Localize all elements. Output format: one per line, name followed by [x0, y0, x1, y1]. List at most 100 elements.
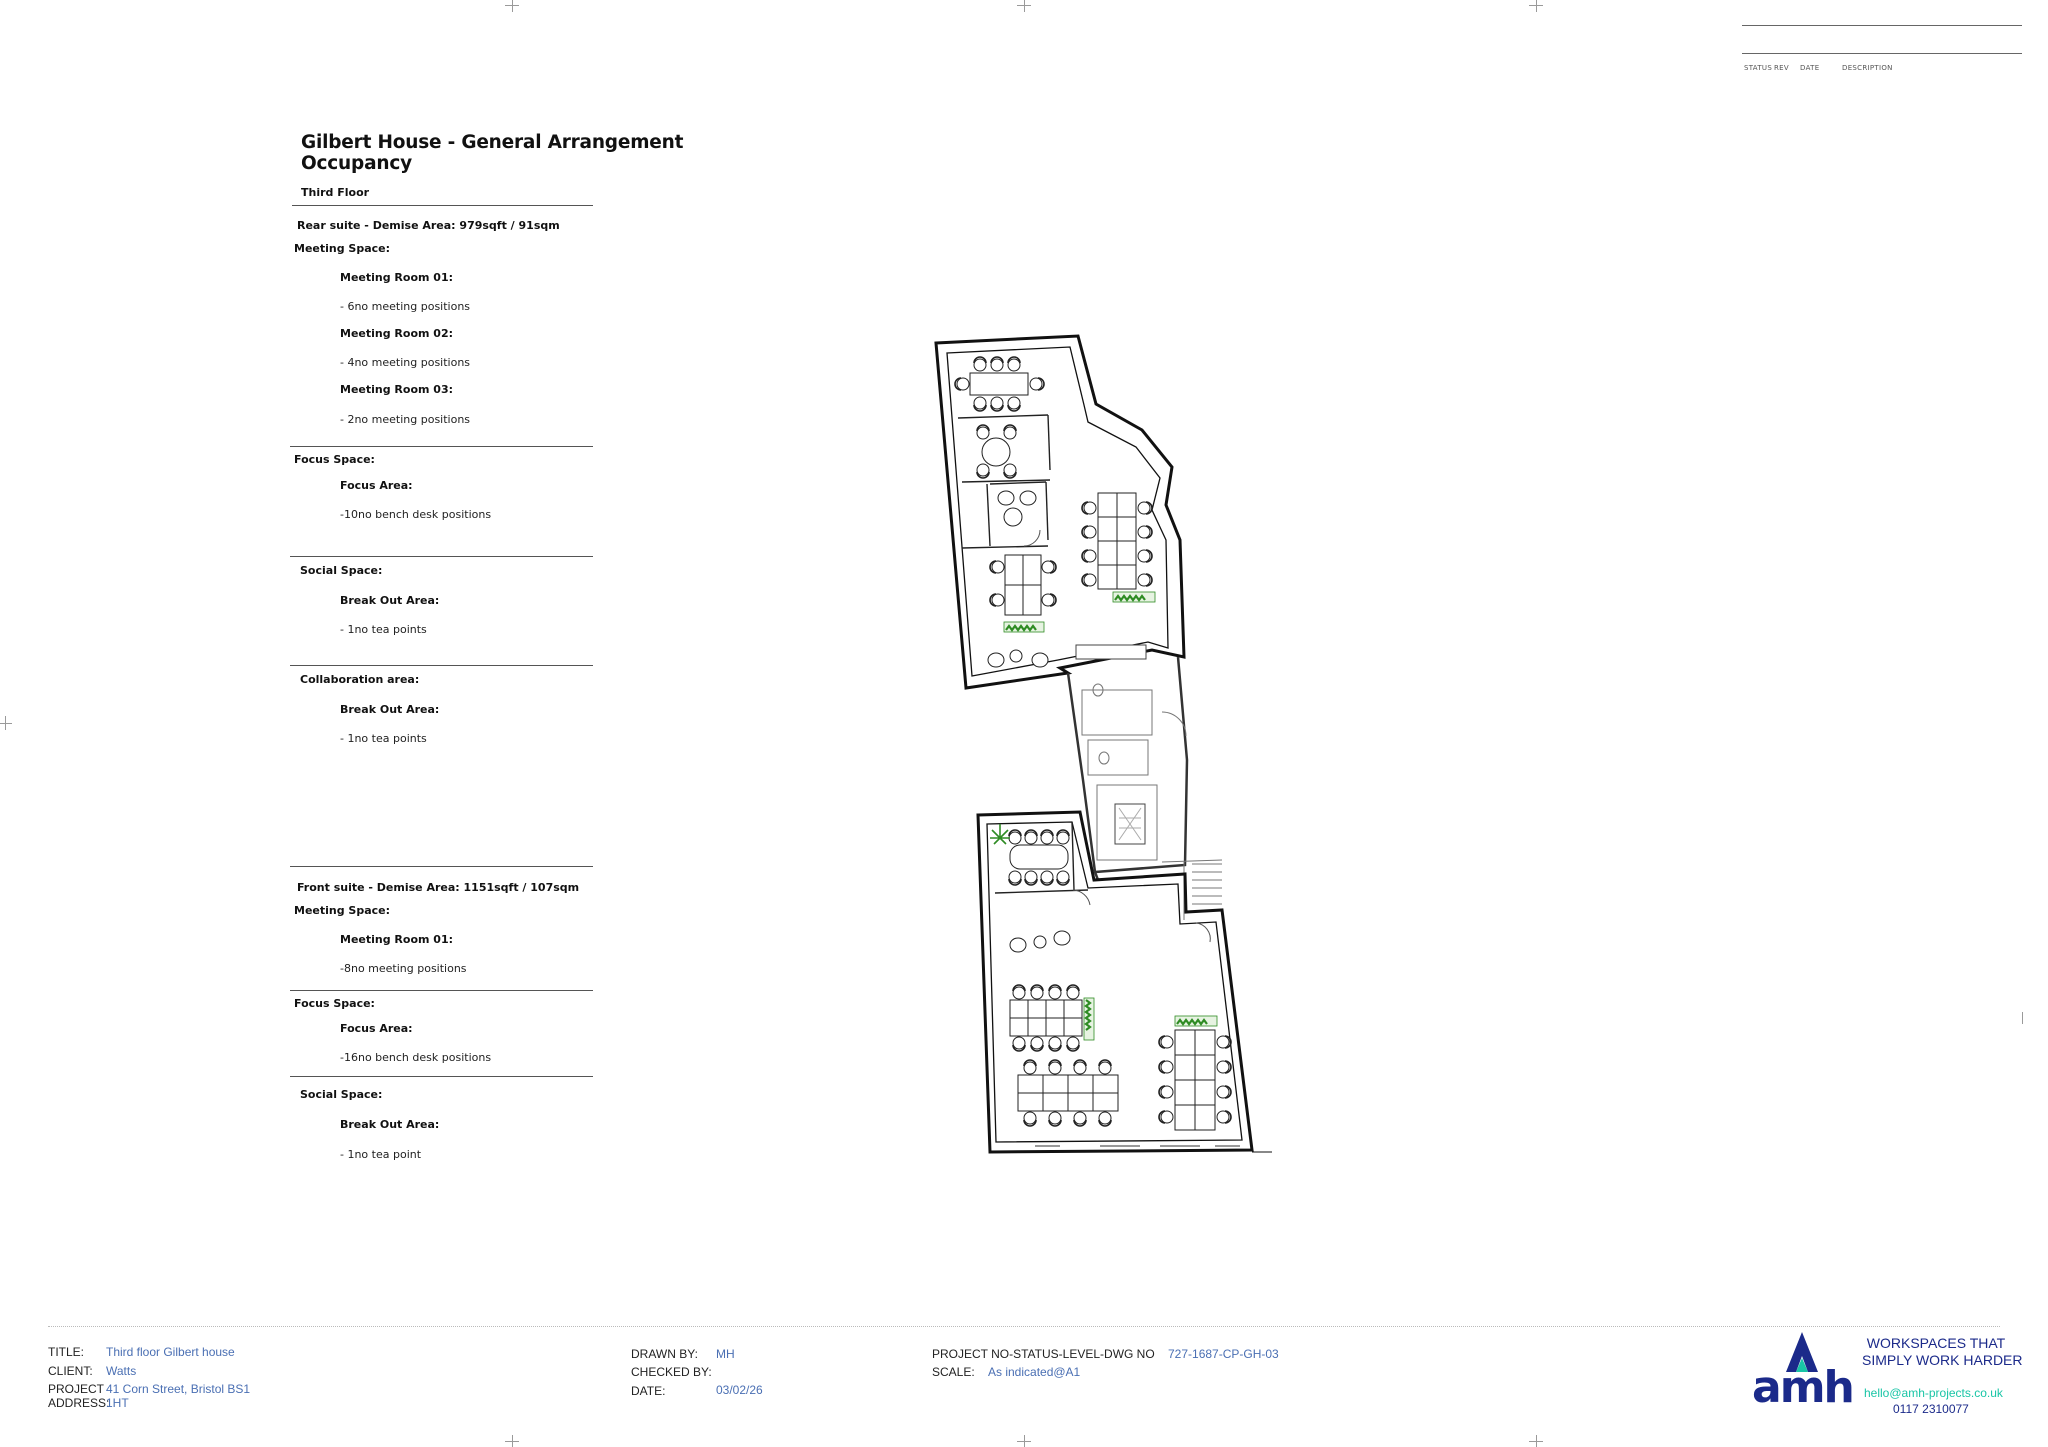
address-value-line-2: 1HT [106, 1396, 129, 1410]
brand-email: hello@amh-projects.co.uk [1864, 1386, 2003, 1400]
rear-collab-value: - 1no tea points [340, 732, 427, 745]
front-focus-heading: Focus Space: [294, 997, 375, 1010]
section-divider [290, 1076, 593, 1077]
title-label: TITLE: [48, 1345, 85, 1359]
rear-room3-value: - 2no meeting positions [340, 413, 471, 426]
scale-label: SCALE: [932, 1365, 975, 1379]
section-divider [292, 205, 593, 206]
drawing-number-value: 727-1687-CP-GH-03 [1168, 1347, 1279, 1361]
crop-mark [1017, 5, 1031, 6]
front-room1-value: -8no meeting positions [340, 962, 467, 975]
sheet-title: Gilbert House - General Arrangement Occu… [301, 132, 683, 174]
crop-mark [1529, 1441, 1543, 1442]
rear-room1-value: - 6no meeting positions [340, 300, 471, 313]
revision-status-header: STATUS [1744, 64, 1773, 72]
crop-mark [0, 723, 12, 724]
rear-social-heading: Social Space: [300, 564, 383, 577]
date-label: DATE: [631, 1384, 666, 1398]
front-corner-plant [990, 824, 1010, 845]
client-value: Watts [106, 1364, 137, 1378]
crop-mark [5, 716, 6, 730]
front-social-value: - 1no tea point [340, 1148, 422, 1161]
sheet-title-line-1: Gilbert House - General Arrangement [301, 132, 684, 153]
floor-plan [934, 334, 1272, 1154]
amh-logo-text: amh [1752, 1362, 1855, 1413]
brand-phone: 0117 2310077 [1893, 1402, 1969, 1416]
front-meeting-room-01-furniture [1008, 829, 1070, 886]
crop-mark [512, 0, 513, 12]
front-planter-c [1174, 1015, 1218, 1027]
section-divider [290, 446, 593, 447]
rear-room2-label: Meeting Room 02: [340, 327, 454, 340]
core-fixtures [1081, 683, 1223, 920]
front-suite-walls [976, 810, 1272, 1154]
rear-collab-label: Break Out Area: [340, 703, 440, 716]
revision-line [1742, 53, 2022, 54]
drawn-by-value: MH [716, 1347, 735, 1361]
rear-social-value: - 1no tea points [340, 623, 427, 636]
rear-bench-desks-left [1004, 554, 1042, 616]
brand-tagline-line-1: WORKSPACES THAT [1866, 1335, 2006, 1351]
address-label-line-1: PROJECT [48, 1382, 105, 1396]
front-social-heading: Social Space: [300, 1088, 383, 1101]
rear-room3-label: Meeting Room 03: [340, 383, 454, 396]
meeting-room-03-furniture [997, 490, 1041, 547]
rear-planter-left [1003, 621, 1045, 633]
section-divider [290, 556, 593, 557]
rear-social-label: Break Out Area: [340, 594, 440, 607]
brand-tagline: WORKSPACES THAT SIMPLY WORK HARDER [1862, 1335, 2023, 1369]
front-suite-heading: Front suite - Demise Area: 1151sqft / 10… [297, 881, 580, 894]
rear-breakout-furniture [987, 644, 1147, 668]
meeting-room-02-furniture [976, 424, 1017, 479]
rear-meeting-room-partitions [957, 414, 1051, 549]
front-room1-label: Meeting Room 01: [340, 933, 454, 946]
rear-planter-right [1112, 591, 1156, 603]
amh-logo-mark [1786, 1332, 1818, 1372]
front-social-label: Break Out Area: [340, 1118, 440, 1131]
address-value-line-1: 41 Corn Street, Bristol BS1 [106, 1382, 251, 1396]
front-breakout-furniture [1009, 930, 1071, 953]
section-divider [290, 665, 593, 666]
front-bench-desks-b [1017, 1074, 1119, 1112]
footer-separator [48, 1326, 2000, 1327]
checked-by-label: CHECKED BY: [631, 1365, 712, 1379]
rear-focus-value: -10no bench desk positions [340, 508, 492, 521]
title-value: Third floor Gilbert house [106, 1345, 235, 1359]
revision-date-header: DATE [1800, 64, 1820, 72]
front-focus-value: -16no bench desk positions [340, 1051, 492, 1064]
crop-mark [505, 1441, 519, 1442]
rear-bench-desks-right [1097, 492, 1137, 590]
front-focus-label: Focus Area: [340, 1022, 413, 1035]
scale-value: As indicated@A1 [988, 1365, 1081, 1379]
front-planter-a [1083, 997, 1095, 1041]
rear-suite-heading: Rear suite - Demise Area: 979sqft / 91sq… [297, 219, 560, 232]
front-bench-desks-a [1009, 999, 1083, 1037]
crop-mark [1017, 1441, 1031, 1442]
rear-focus-label: Focus Area: [340, 479, 413, 492]
revision-line [1742, 25, 2022, 26]
rear-room1-label: Meeting Room 01: [340, 271, 454, 284]
address-label-line-2: ADDRESS: [48, 1396, 110, 1410]
crop-mark [505, 5, 519, 6]
crop-mark [1024, 0, 1025, 12]
rear-collab-heading: Collaboration area: [300, 673, 420, 686]
crop-mark [2022, 1012, 2023, 1024]
front-bench-desks-c [1174, 1029, 1216, 1131]
rear-meeting-heading: Meeting Space: [294, 242, 391, 255]
drawn-by-label: DRAWN BY: [631, 1347, 698, 1361]
floor-label: Third Floor [301, 186, 370, 199]
rear-focus-heading: Focus Space: [294, 453, 375, 466]
date-value: 03/02/26 [716, 1383, 763, 1397]
section-divider [290, 990, 593, 991]
front-meeting-room-partitions [994, 821, 1211, 943]
crop-mark [1536, 0, 1537, 12]
brand-tagline-line-2: SIMPLY WORK HARDER [1862, 1352, 2023, 1368]
revision-description-header: DESCRIPTION [1842, 64, 1893, 72]
client-label: CLIENT: [48, 1364, 93, 1378]
front-meeting-heading: Meeting Space: [294, 904, 391, 917]
sheet-title-line-2: Occupancy [301, 153, 412, 174]
drawing-number-label: PROJECT NO-STATUS-LEVEL-DWG NO [932, 1347, 1155, 1361]
revision-rev-header: REV [1774, 64, 1789, 72]
section-divider [290, 866, 593, 867]
rear-room2-value: - 4no meeting positions [340, 356, 471, 369]
